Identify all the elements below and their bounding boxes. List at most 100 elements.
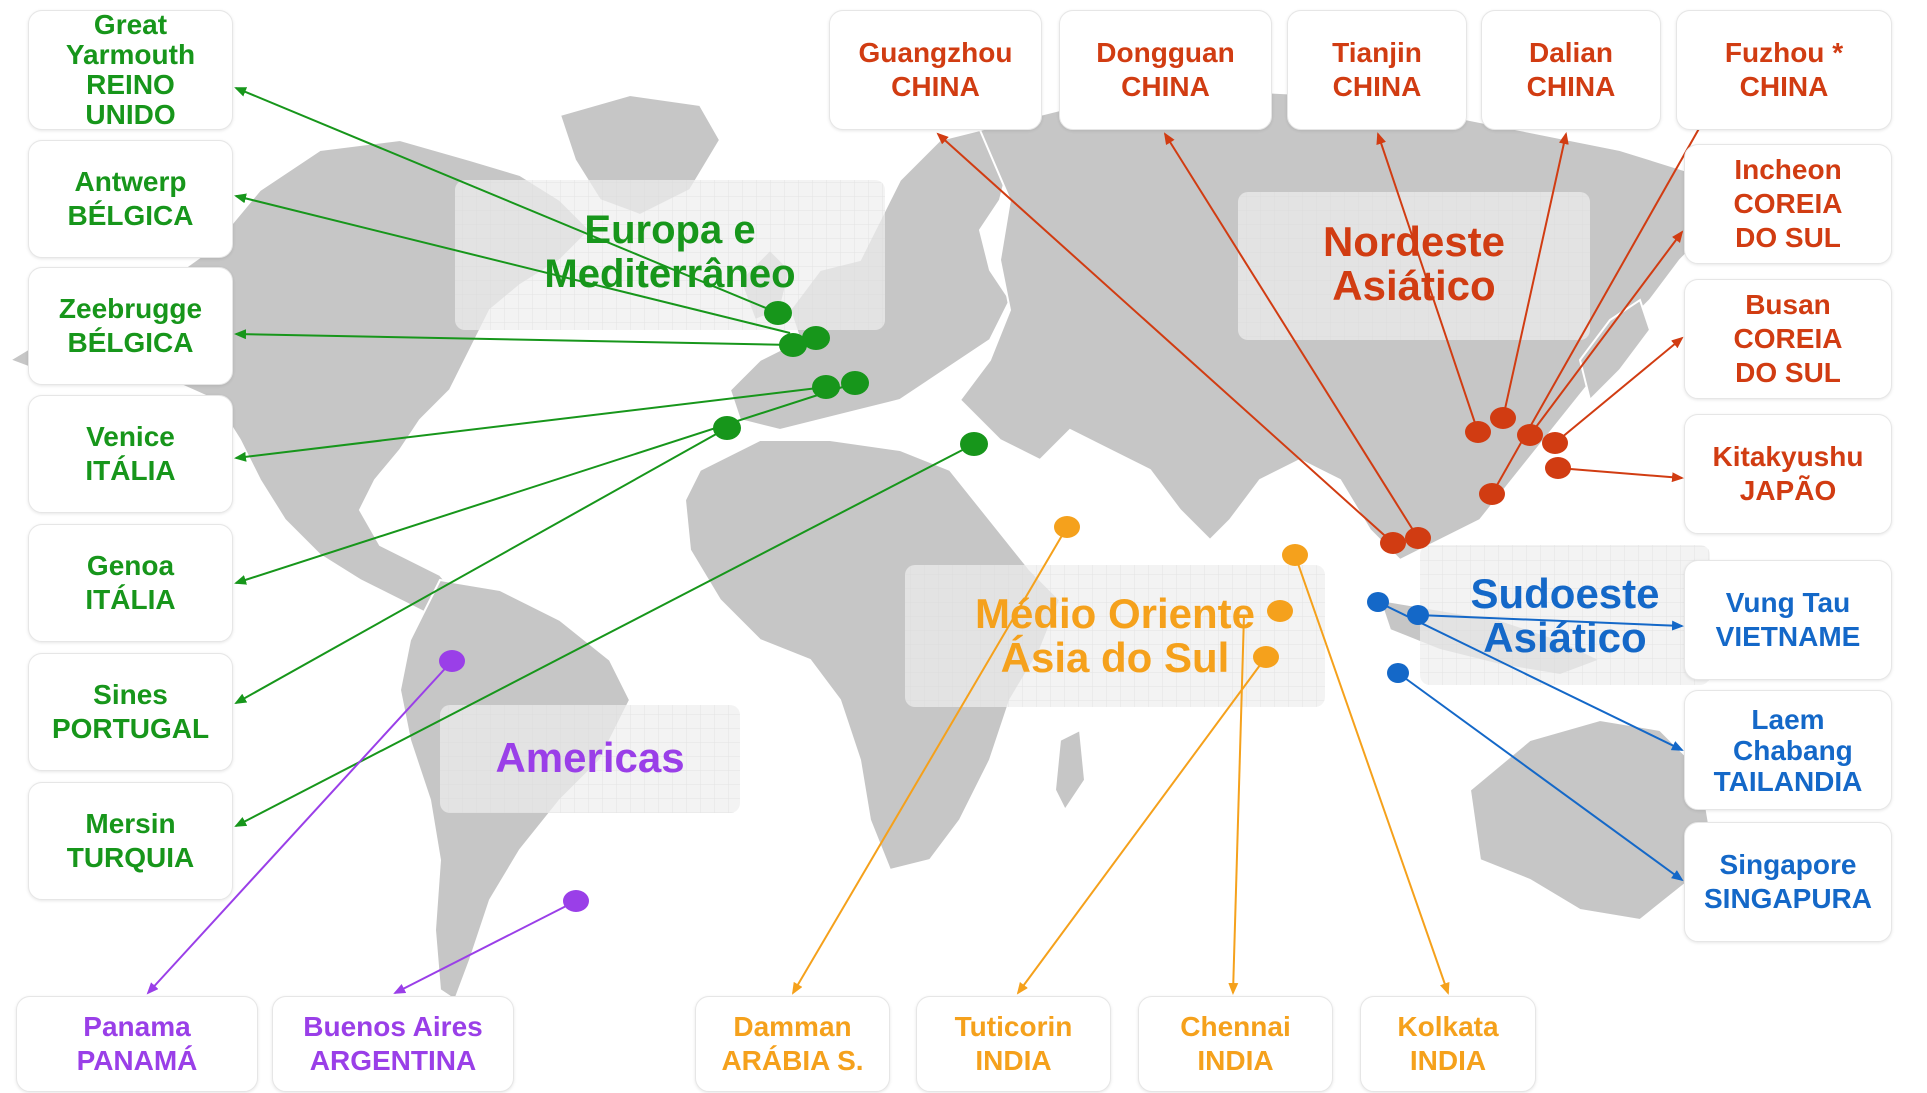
port-box-zeebrugge: Zeebrugge BÉLGICA [28,267,233,385]
dot-europe-4 [812,375,840,399]
port-country: BÉLGICA [67,200,194,231]
region-label-americas: Americas [460,736,720,780]
port-city: Kolkata [1397,1011,1499,1042]
dot-ne-asia-3 [1465,421,1491,443]
north-america-landmass [7,138,592,622]
madagascar-landmass [1053,728,1087,812]
port-box-busan: Busan COREIA DO SUL [1684,279,1892,399]
dot-ne-asia-6 [1542,432,1568,454]
port-country: PORTUGAL [51,713,210,744]
port-city: Sines [93,679,168,710]
dot-americas-2 [563,890,589,912]
port-city: Zeebrugge [58,293,203,324]
australia-landmass [1468,718,1712,922]
port-city: Dalian [1528,37,1614,68]
port-box-tianjin: Tianjin CHINA [1287,10,1467,130]
line-great-yarmouth [234,87,779,314]
port-city: Laem Chabang [1733,703,1853,766]
port-country: CHINA [1332,71,1422,102]
dot-sea-3 [1387,663,1409,683]
port-city: Chennai [1180,1011,1291,1042]
port-city: Venice [86,421,175,452]
port-box-genoa: Genoa ITÁLIA [28,524,233,642]
port-city: Kitakyushu [1712,441,1864,472]
line-tianjin [1376,132,1479,433]
region-europe-line1: Europa e [584,208,756,252]
port-country: CHINA [1121,71,1210,102]
port-city: Singapore [1719,849,1857,880]
port-country: COREIA DO SUL [1733,323,1843,388]
region-panels [440,180,1710,813]
line-sines [234,427,728,704]
port-box-chennai: Chennai INDIA [1138,996,1333,1092]
africa-landmass [683,439,1062,872]
port-country: TURQUIA [66,842,195,873]
dot-europe-3 [779,333,807,357]
region-label-southeast-asia: Sudoeste Asiático [1440,572,1690,660]
port-country: ITÁLIA [85,584,176,615]
line-dalian [1502,132,1569,419]
connector-lines [146,86,1723,995]
line-kitakyushu [1557,467,1684,483]
region-label-northeast-asia: Nordeste Asiático [1263,220,1565,308]
dot-ne-asia-5 [1517,424,1543,446]
port-country: INDIA [1197,1045,1274,1076]
port-city: Vung Tau [1725,587,1851,618]
port-box-mersin: Mersin TURQUIA [28,782,233,900]
port-country: BÉLGICA [67,327,194,358]
region-europe-line2: Mediterrâneo [544,252,796,296]
port-city: Genoa [86,550,175,581]
port-city: Buenos Aires [303,1011,483,1042]
port-country: JAPÃO [1739,475,1837,506]
line-tuticorin [1016,656,1267,995]
dot-ne-asia-8 [1479,483,1505,505]
port-city: Antwerp [74,166,187,197]
line-zeebrugge [234,329,794,346]
port-country: ITÁLIA [85,455,176,486]
port-city: Dongguan [1096,37,1235,68]
port-country: CHINA [891,71,980,102]
port-country: VIETNAME [1715,621,1861,652]
region-ne-asia-line1: Nordeste [1322,218,1506,265]
port-box-damman: Damman ARÁBIA S. [695,996,890,1092]
port-box-sines: Sines PORTUGAL [28,653,233,771]
dot-europe-1 [764,301,792,325]
port-box-buenos-aires: Buenos Aires ARGENTINA [272,996,514,1092]
line-panama [146,660,453,995]
port-city: Damman [733,1011,852,1042]
line-dongguan [1163,132,1419,539]
dot-sea-2 [1407,605,1429,625]
dot-europe-6 [713,416,741,440]
region-sea-line1: Sudoeste [1470,570,1660,617]
port-city: Busan [1745,289,1831,320]
line-antwerp [234,193,791,334]
region-me-line2: Ásia do Sul [1000,634,1230,681]
port-box-laem-chabang: Laem Chabang TAILANDIA [1684,690,1892,810]
port-country: REINO UNIDO [85,69,176,130]
line-genoa [234,382,856,585]
port-city: Guangzhou [858,37,1013,68]
port-box-singapore: Singapore SINGAPURA [1684,822,1892,942]
port-box-kolkata: Kolkata INDIA [1360,996,1536,1092]
dot-me-4 [1253,646,1279,668]
line-venice [234,386,827,462]
dot-ne-asia-1 [1380,532,1406,554]
japan-landmass [1578,298,1652,402]
dot-europe-2 [802,326,830,350]
dot-me-1 [1054,516,1080,538]
region-label-middle-east: Médio Oriente Ásia do Sul [955,592,1275,680]
port-box-vung-tau: Vung Tau VIETNAME [1684,560,1892,680]
line-damman [791,526,1068,995]
dot-ne-asia-4 [1490,407,1516,429]
port-box-dongguan: Dongguan CHINA [1059,10,1272,130]
port-city: Mersin [85,808,176,839]
line-kolkata [1294,554,1450,995]
port-country: ARGENTINA [309,1045,477,1076]
region-americas-line1: Americas [495,734,685,781]
port-country: COREIA DO SUL [1733,188,1843,253]
line-guangzhou [936,132,1394,544]
port-box-tuticorin: Tuticorin INDIA [916,996,1111,1092]
dot-europe-5 [841,371,869,395]
port-city: Tianjin [1332,37,1422,68]
port-box-great-yarmouth: Great Yarmouth REINO UNIDO [28,10,233,130]
